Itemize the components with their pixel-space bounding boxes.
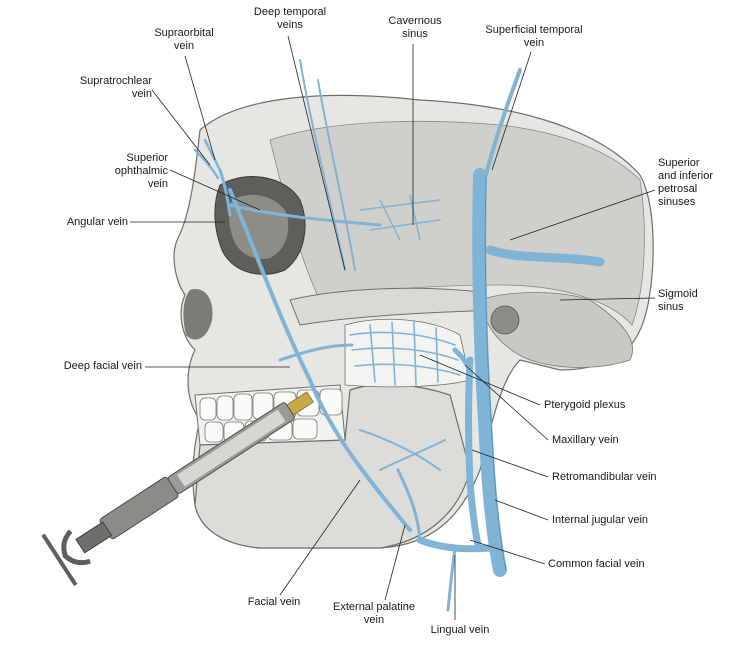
label-deep-facial-vein: Deep facial vein [63, 360, 142, 372]
vein-network [193, 59, 605, 612]
syringe [41, 391, 314, 587]
label-retromandibular-vein: Retromandibular vein [552, 471, 657, 483]
label-lingual-vein: Lingual vein [430, 624, 490, 636]
label-angular-vein: Angular vein [66, 216, 128, 228]
label-pterygoid-plexus: Pterygoid plexus [544, 399, 626, 411]
label-internal-jugular-vein: Internal jugular vein [552, 514, 649, 526]
label-facial-vein: Facial vein [247, 596, 301, 608]
leader-lines [130, 35, 656, 620]
label-maxillary-vein: Maxillary vein [552, 434, 619, 446]
label-common-facial-vein: Common facial vein [548, 558, 645, 570]
